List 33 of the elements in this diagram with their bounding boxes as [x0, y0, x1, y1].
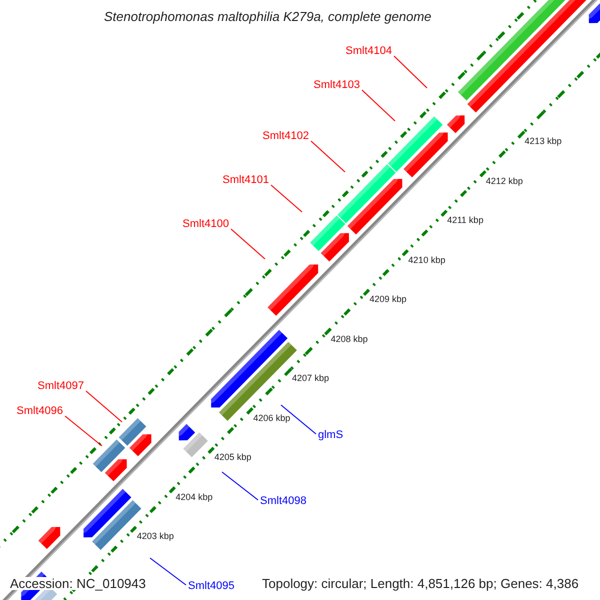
tick-label: 4209 kbp — [370, 295, 407, 304]
tick-label: 4211 kbp — [447, 216, 484, 226]
tick-label: 4207 kbp — [292, 374, 330, 384]
gene-label: Smlt4095 — [188, 581, 234, 592]
gene-label: glmS — [318, 430, 344, 441]
leader-line — [150, 558, 186, 586]
tick-label: 4205 kbp — [214, 453, 252, 462]
leader-line — [64, 416, 102, 446]
tick-label: 4208 kbp — [330, 334, 368, 344]
tick-label: 4213 kbp — [524, 137, 562, 146]
tick-label: 4206 kbp — [253, 414, 290, 423]
gene-label: Smlt4103 — [314, 80, 360, 91]
leader-line — [280, 404, 316, 434]
leader-line — [222, 472, 258, 500]
gene-label: Smlt4096 — [16, 406, 63, 417]
tick-label: 4210 kbp — [408, 256, 446, 265]
gene-label: Smlt4104 — [346, 46, 392, 57]
tick-label: 4212 kbp — [486, 176, 523, 186]
leader-line — [86, 390, 122, 422]
gene-label: Smlt4098 — [260, 496, 306, 507]
gene-label: Smlt4100 — [182, 219, 229, 230]
leader-line — [270, 184, 302, 212]
title: Stenotrophomonas maltophilia K279a, complete genome — [104, 10, 432, 23]
gene-label: Smlt4101 — [222, 175, 269, 186]
gene-label: Smlt4102 — [262, 131, 309, 142]
leader-line — [362, 90, 396, 122]
leader-line — [394, 56, 428, 88]
genome-summary-text: Topology: circular; Length: 4,851,126 bp; Genes: 4,386 — [262, 577, 579, 590]
leader-line — [230, 228, 266, 260]
tick-label: 4203 kbp — [136, 532, 174, 542]
gene-label: Smlt4097 — [38, 381, 84, 392]
leader-line — [310, 140, 346, 172]
tick-label: 4204 kbp — [176, 492, 213, 502]
